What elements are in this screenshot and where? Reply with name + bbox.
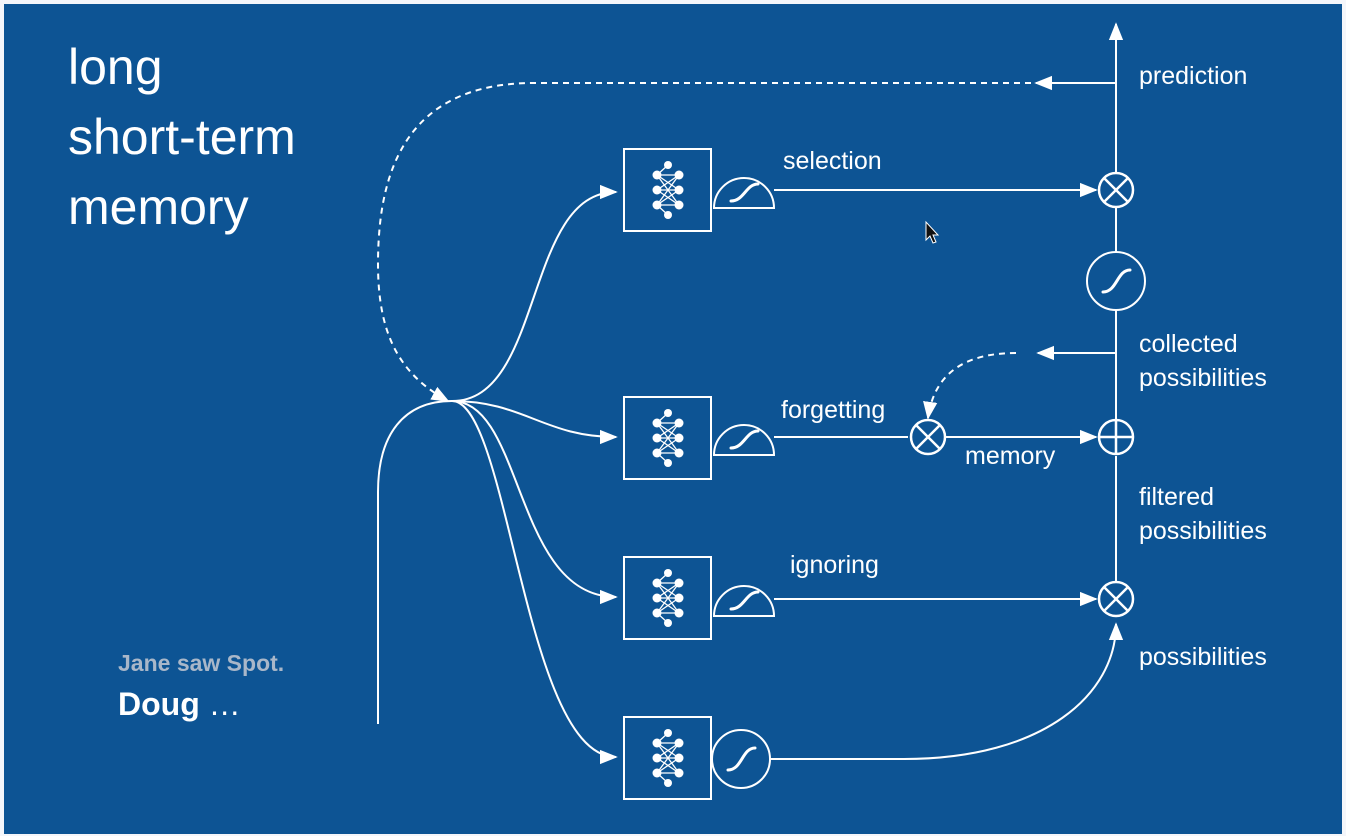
label-ignoring: ignoring (790, 551, 879, 579)
mouse-cursor-icon (925, 220, 940, 244)
label-possibilities: possibilities (1139, 643, 1267, 671)
input-line (377, 400, 453, 724)
ignoring-net-box (623, 556, 712, 640)
times-circle-icon (1097, 171, 1135, 209)
title-line-short-term: short-term (68, 109, 296, 165)
title-line-memory: memory (68, 179, 249, 235)
label-memory: memory (965, 442, 1056, 470)
ellipsis: … (208, 686, 241, 722)
neural-net-icon (651, 408, 685, 468)
label-filtered-1: filtered (1139, 483, 1215, 511)
logistic-squash-icon (712, 424, 776, 456)
selection-net-box (623, 148, 712, 232)
current-word: Doug (118, 686, 200, 722)
neural-net-icon (651, 728, 685, 788)
label-collected-2: possibilities (1139, 364, 1267, 392)
times-circle-icon (909, 418, 947, 456)
plus-circle-icon (1097, 418, 1135, 456)
wire-to-selection-net (451, 184, 618, 402)
wire-to-forgetting-net (451, 400, 618, 445)
label-prediction: prediction (1139, 62, 1248, 90)
input-current-word: Doug … (118, 686, 241, 723)
tanh-squash-icon (711, 729, 771, 789)
lstm-slide: long short-term memory (4, 4, 1342, 834)
wire-to-ignoring-net (451, 400, 618, 605)
label-selection: selection (783, 147, 882, 175)
title-line-long: long (68, 39, 163, 95)
forgetting-net-box (623, 396, 712, 480)
candidate-output (770, 622, 1124, 760)
wire-to-candidate-net (451, 400, 618, 765)
prediction-feedback-dashed (376, 82, 1031, 402)
label-collected-1: collected (1139, 330, 1238, 358)
neural-net-icon (651, 568, 685, 628)
memory-feedback-dashed (923, 352, 1017, 420)
logistic-squash-icon (712, 177, 776, 209)
times-circle-icon (1097, 580, 1135, 618)
label-forgetting: forgetting (781, 396, 886, 424)
lstm-diagram (376, 22, 1146, 800)
input-context-text: Jane saw Spot. (118, 650, 285, 676)
tanh-squash-icon (1086, 251, 1146, 311)
candidate-net-box (623, 716, 712, 800)
neural-net-icon (651, 160, 685, 220)
logistic-squash-icon (712, 585, 776, 617)
label-filtered-2: possibilities (1139, 517, 1267, 545)
